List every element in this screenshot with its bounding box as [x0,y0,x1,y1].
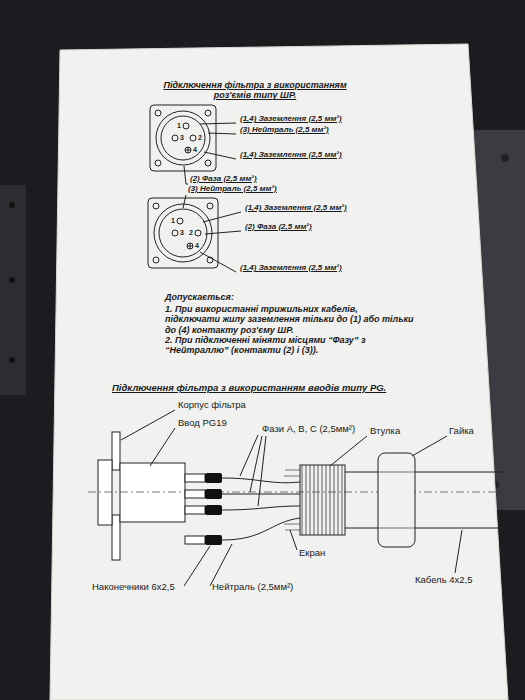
pin-number: 4 [195,242,199,250]
part-label: Ввод PG19 [178,418,227,429]
part-label: Гайка [449,426,474,437]
pin-label: (1,4) Заземлення (2,5 мм²) [240,263,342,272]
pin-label: (2) Фаза (2,5 мм²) [245,222,312,231]
part-label: Фази А, В, С (2,5мм²) [262,424,355,435]
page-title: Підключення фільтра з використанням роз'… [150,80,360,101]
part-label: Наконечники 6х2,5 [92,582,175,593]
part-label: Нейтраль (2,5мм²) [212,582,293,593]
note-text: 2. При підключенні міняти місцями “Фазу”… [165,335,415,356]
pin-number: 2 [189,229,193,237]
part-label: Екран [299,548,325,559]
pin-label: (3) Нейтраль (2,5 мм²) [240,125,329,134]
pin-number: 3 [180,229,184,237]
part-label: Кабель 4х2,5 [415,575,473,586]
part-label: Втулка [370,426,400,437]
pin-label: (2) Фаза (2,5 мм²) [190,174,257,183]
pin-number: 3 [180,134,184,142]
note-text: 1. При використанні трижильних кабелів, … [165,304,415,335]
pin-label: (1,4) Заземлення (2,5 мм²) [240,150,342,159]
pin-label: (1,4) Заземлення (2,5 мм²) [245,203,347,212]
note-heading: Допускається: [165,292,234,302]
pin-number: 1 [177,122,181,130]
pin-number: 4 [193,146,197,154]
section-heading: Підключення фільтра з використанням ввод… [112,383,386,394]
pin-label: (1,4) Заземлення (2,5 мм²) [240,114,342,123]
pin-number: 1 [171,217,175,225]
pin-number: 2 [198,134,202,142]
part-label: Корпус фільтра [178,400,246,411]
pin-label: (3) Нейтраль (2,5 мм²) [188,184,277,193]
